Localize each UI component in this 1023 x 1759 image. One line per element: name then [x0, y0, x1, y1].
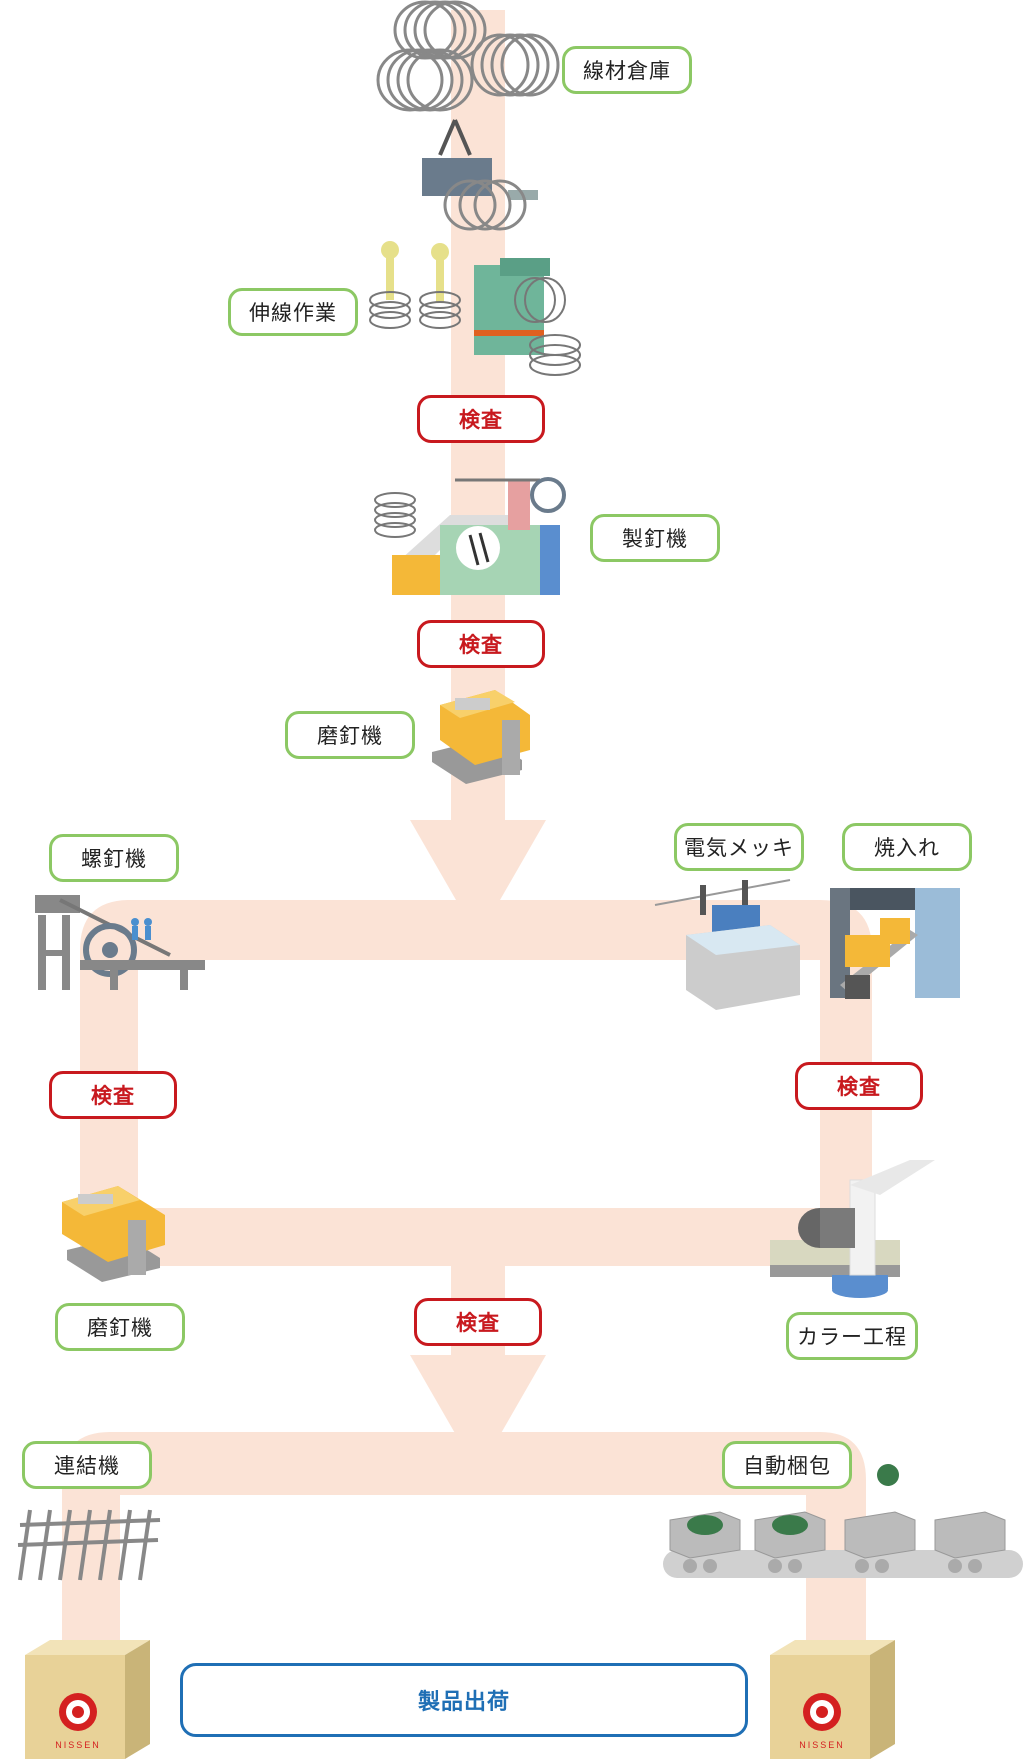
label-wire-drawing: 伸線作業 — [228, 288, 358, 336]
color-process-machine-icon — [770, 1160, 935, 1298]
wire-drawing-machine-icon — [369, 241, 581, 376]
crane-coil-icon — [422, 119, 538, 231]
label-screw-nail: 螺釘機 — [49, 834, 179, 882]
inspection-badge-5: 検査 — [414, 1298, 542, 1346]
label-polishing-2: 磨釘機 — [55, 1303, 185, 1351]
label-quenching: 焼入れ — [842, 823, 972, 871]
polishing-machine-icon — [62, 1186, 165, 1282]
flow-bottom-loop — [62, 1432, 866, 1680]
nail-making-machine-icon — [374, 477, 566, 595]
label-nail-making: 製釘機 — [590, 514, 720, 562]
inspection-badge-3: 検査 — [49, 1071, 177, 1119]
flow-paths — [62, 10, 872, 1680]
label-polishing-1: 磨釘機 — [285, 711, 415, 759]
label-wire-warehouse: 線材倉庫 — [562, 46, 692, 94]
label-electroplating: 電気メッキ — [674, 823, 804, 871]
label-auto-packing: 自動梱包 — [722, 1441, 852, 1489]
collated-nails-icon — [17, 1509, 161, 1581]
inspection-badge-1: 検査 — [417, 395, 545, 443]
flow-arrow-2 — [410, 1355, 546, 1435]
flow-loop-top — [80, 900, 872, 1220]
quenching-furnace-icon — [830, 888, 960, 999]
flow-loop-bottom — [80, 1208, 872, 1266]
label-collating: 連結機 — [22, 1441, 152, 1489]
shipping-box-left — [25, 1640, 150, 1759]
auto-packing-conveyor-icon — [663, 1464, 1023, 1578]
shipping-label: 製品出荷 — [180, 1663, 748, 1737]
inspection-badge-4: 検査 — [795, 1062, 923, 1110]
screw-nail-machine-icon — [35, 895, 205, 990]
label-color-process: カラー工程 — [786, 1312, 918, 1360]
electroplating-tank-icon — [654, 879, 800, 1010]
polishing-machine-icon — [432, 690, 530, 784]
flow-arrow-1 — [410, 820, 546, 900]
wire-coil-icon — [376, 0, 560, 112]
inspection-badge-2: 検査 — [417, 620, 545, 668]
brand-text-left: NISSEN — [55, 1740, 101, 1750]
brand-text-right: NISSEN — [799, 1740, 845, 1750]
shipping-box-right — [770, 1640, 895, 1759]
